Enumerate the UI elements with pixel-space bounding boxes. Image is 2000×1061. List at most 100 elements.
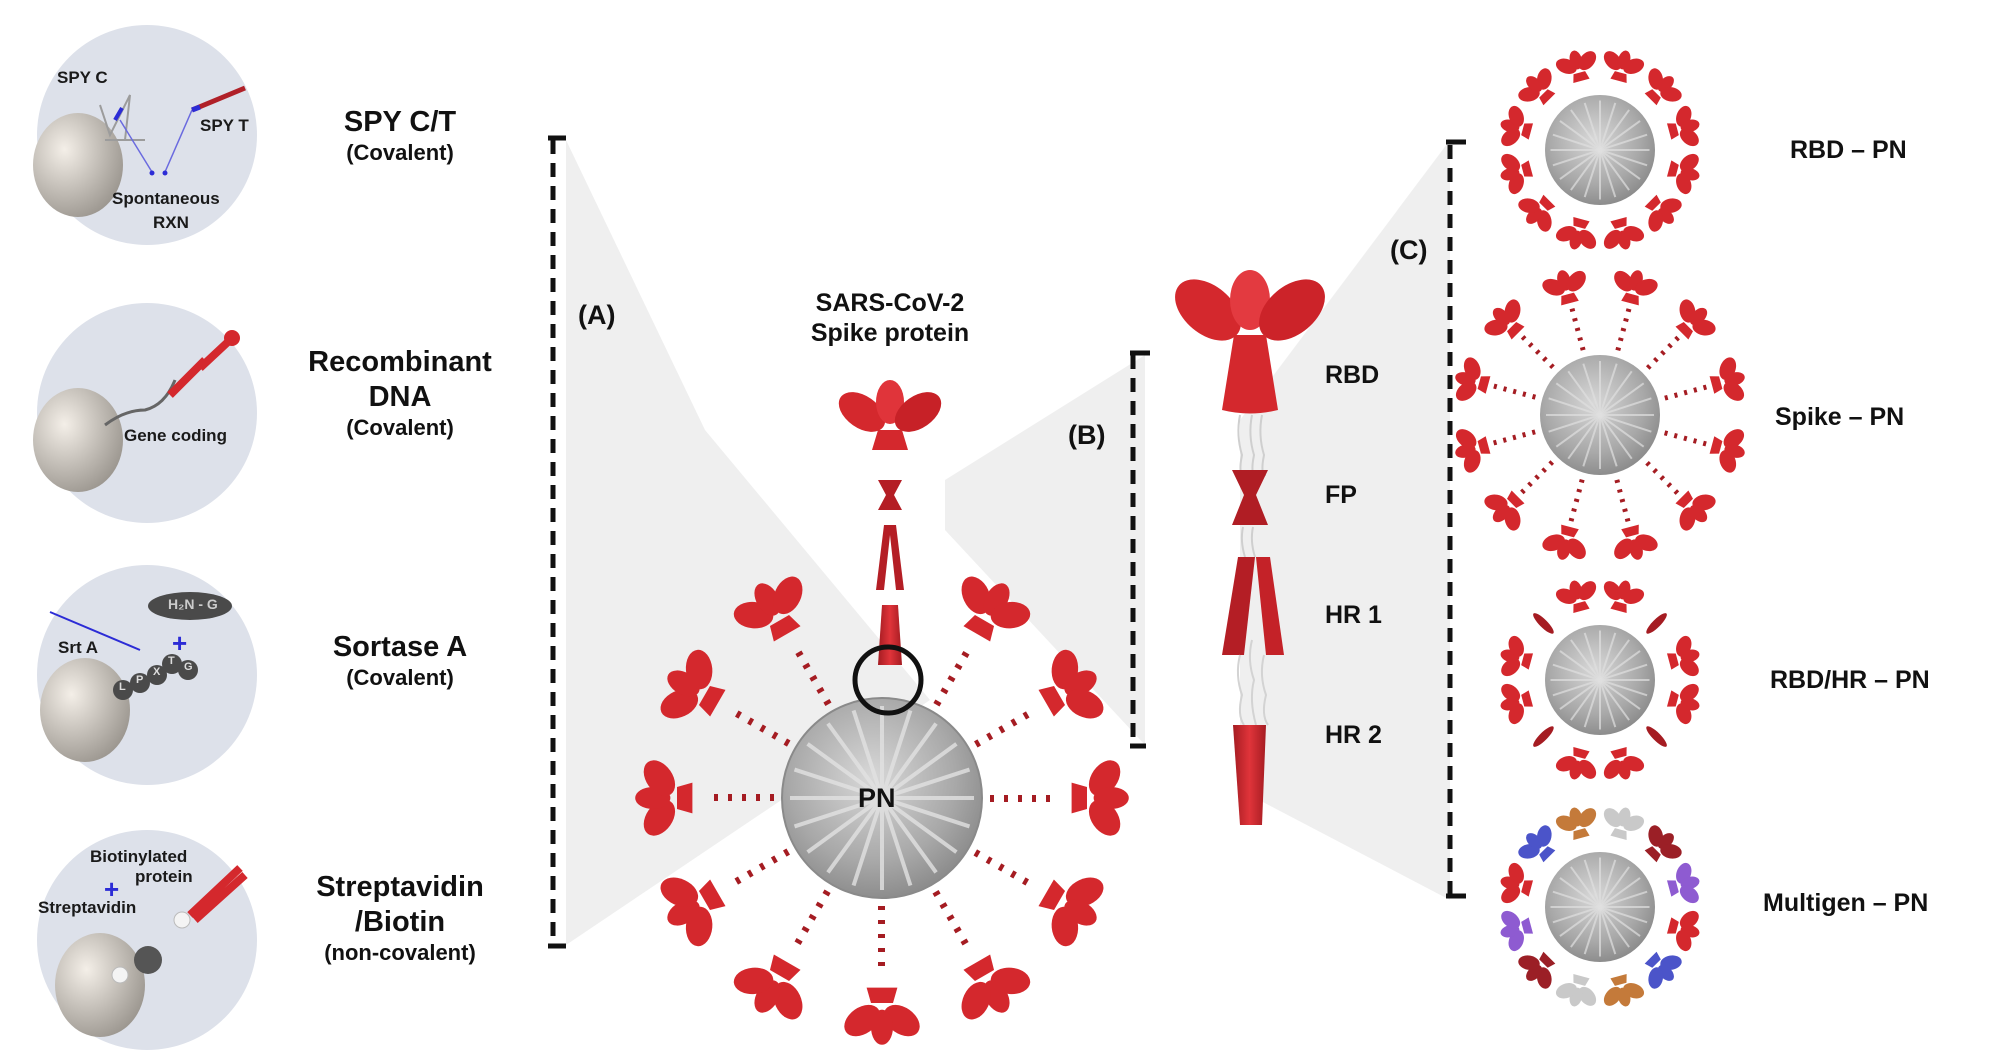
bracket-c (1446, 139, 1466, 899)
displayed-spike (733, 889, 831, 1020)
construct-rbd-hr (1500, 580, 1700, 780)
antigen-head (961, 954, 1031, 1020)
displayed-spike (844, 906, 920, 1045)
antigen-head (1644, 194, 1682, 232)
antigen-head (1666, 153, 1700, 195)
antigen-head (1603, 216, 1645, 250)
antigen-head (961, 576, 1031, 642)
antigen-head (1500, 862, 1534, 904)
method-subtitle: (non-covalent) (324, 939, 476, 965)
method-spy-title-block: SPY C/T (Covalent) (300, 105, 500, 166)
antigen-head (1518, 951, 1556, 989)
antigen-head (1542, 270, 1586, 306)
domain-label-hr2: HR 2 (1325, 721, 1382, 749)
antigen-head (1644, 951, 1682, 989)
antigen-head (1709, 429, 1745, 473)
antigen-head (1542, 524, 1586, 560)
antigen-head (1500, 105, 1534, 147)
zoom-wedge-c (1240, 140, 1450, 900)
antigen-head (1675, 299, 1716, 340)
displayed-spike (660, 649, 791, 747)
antigen-head (660, 877, 726, 947)
spike-protein-title: SARS-CoV-2 Spike protein (760, 288, 1020, 348)
bracket-label-b: (B) (1068, 420, 1106, 450)
antigen-head (1518, 825, 1556, 863)
method-streptavidin-title-block: Streptavidin /Biotin (non-covalent) (285, 870, 515, 966)
antigen-head (1614, 524, 1658, 560)
antigen-head (1071, 760, 1129, 836)
antigen-head (660, 649, 726, 719)
antigen-head (1666, 862, 1700, 904)
antigen-head (1666, 105, 1700, 147)
lpxtg-letter: T (168, 655, 175, 667)
inset-label-biotinylated: Biotinylated (90, 847, 188, 866)
antigen-head (1555, 580, 1597, 614)
inset-label-spy-c: SPY C (57, 68, 108, 87)
displayed-spike (660, 848, 790, 947)
antigen-head (1555, 216, 1597, 250)
antigen-head (1603, 973, 1645, 1007)
antigen-head (1500, 910, 1534, 952)
method-title: DNA (368, 380, 432, 413)
method-sortase-title-block: Sortase A (Covalent) (300, 630, 500, 691)
method-inset-recombinant (37, 303, 257, 523)
central-nanoparticle-spikes (635, 576, 1129, 1045)
inset-label-protein: protein (135, 867, 193, 886)
method-title: Recombinant (308, 346, 492, 378)
antigen-head (733, 954, 803, 1020)
antigen-head (1709, 357, 1745, 401)
method-subtitle: (Covalent) (346, 139, 454, 165)
displayed-spike (973, 849, 1104, 947)
antigen-head (1603, 807, 1645, 841)
method-title: Sortase A (332, 631, 468, 663)
antigen-head (1644, 825, 1682, 863)
displayed-spike (932, 890, 1031, 1020)
zoom-wedge-b (945, 355, 1145, 745)
antigen-head (1038, 877, 1104, 947)
bracket-label-c: (C) (1390, 235, 1428, 265)
fusion-peptide-shape (1232, 470, 1268, 525)
nanoparticle-label: PN (858, 783, 896, 813)
lpxtg-letter: P (136, 674, 144, 686)
construct-label-rbd-pn: RBD – PN (1790, 136, 1907, 164)
inset-plus-sortase: + (172, 628, 188, 658)
lpxtg-letter: X (153, 666, 161, 678)
antigen-head (1675, 490, 1716, 531)
antigen-head (635, 760, 693, 836)
bracket-b (1130, 350, 1150, 749)
domain-label-fp: FP (1325, 481, 1357, 509)
method-inset-sortase (37, 565, 257, 785)
antigen-head (1666, 910, 1700, 952)
method-recombinant-title-block: Recombinant DNA (Covalent) (280, 345, 520, 441)
inset-label-spontaneous: Spontaneous (112, 189, 220, 208)
antigen-head (733, 576, 803, 642)
lpxtg-letter: G (184, 661, 193, 673)
hr2-shape (1233, 725, 1266, 825)
method-title: SPY C/T (343, 106, 457, 138)
antigen-head (1666, 635, 1700, 677)
method-subtitle: (Covalent) (346, 414, 454, 440)
domain-label-hr1: HR 1 (1325, 601, 1382, 629)
inset-label-srt-a: Srt A (58, 638, 98, 657)
bracket-label-a: (A) (578, 300, 616, 330)
construct-label-spike-pn: Spike – PN (1775, 403, 1905, 431)
inset-label-streptavidin: Streptavidin (38, 898, 137, 917)
antigen-head (1500, 683, 1534, 725)
antigen-head (1555, 973, 1597, 1007)
method-title: /Biotin (354, 905, 446, 938)
antigen-head (1603, 580, 1645, 614)
antigen-head (1518, 194, 1556, 232)
method-subtitle: (Covalent) (346, 664, 454, 690)
antigen-head (1555, 807, 1597, 841)
detailed-spike-protein (1175, 270, 1325, 825)
antigen-head (1500, 635, 1534, 677)
antigen-head (1603, 746, 1645, 780)
construct-label-rbd-hr-pn: RBD/HR – PN (1770, 666, 1930, 694)
spike-title-line: Spike protein (810, 319, 970, 347)
inset-label-h2n-g: H₂N - G (168, 596, 218, 612)
nanoparticle-texture (790, 706, 974, 890)
hr-antigen (1646, 726, 1667, 747)
spike-title-line: SARS-CoV-2 (815, 289, 965, 317)
inset-label-spy-t: SPY T (200, 116, 249, 135)
